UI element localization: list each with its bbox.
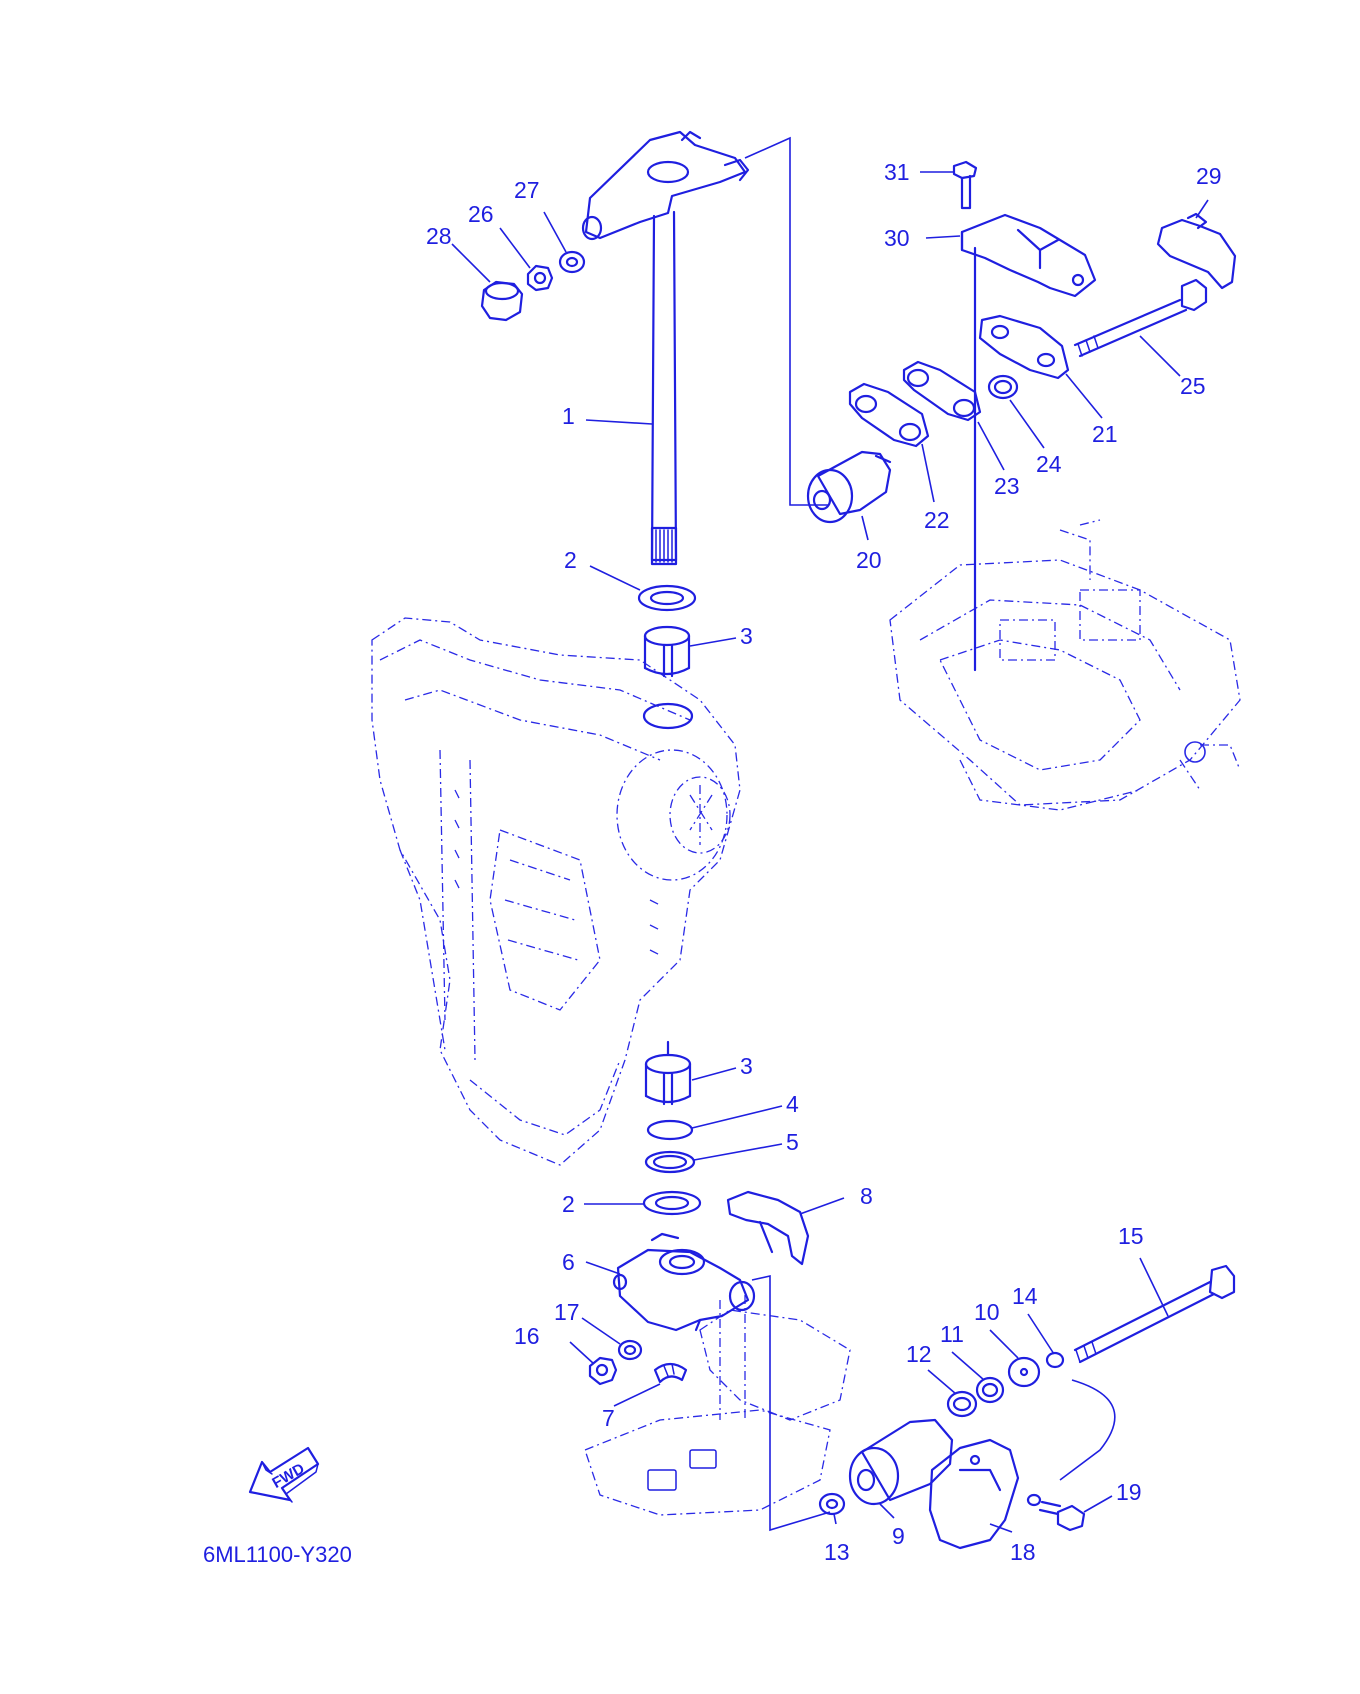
callout-16: 16 — [514, 1323, 540, 1349]
part-28-cap-nut — [480, 280, 524, 322]
callout-3-lower: 3 — [740, 1053, 753, 1079]
callout-9: 9 — [892, 1523, 905, 1549]
part-16-nut — [588, 1356, 618, 1386]
callout-17: 17 — [554, 1299, 580, 1325]
part-2-upper-washer — [637, 584, 697, 612]
fwd-arrow-icon: FWD — [248, 1446, 320, 1503]
part-5-washer — [644, 1150, 696, 1174]
callout-15: 15 — [1118, 1223, 1144, 1249]
fwd-label: FWD — [269, 1460, 307, 1492]
part-7-clip — [653, 1362, 688, 1384]
bolt-return-line — [1059, 1379, 1116, 1481]
part-9-lower-mount-rubber — [848, 1418, 954, 1506]
callout-labels: 1 2 3 3 4 5 2 8 6 17 16 7 28 26 27 31 30… — [426, 159, 1222, 1565]
assembly-line-top — [744, 136, 828, 506]
part-15-long-bolt — [1073, 1264, 1236, 1364]
part-3-lower-bushing — [644, 1040, 692, 1106]
callout-27: 27 — [514, 177, 540, 203]
part-18-lower-mount-bracket — [928, 1438, 1020, 1550]
callout-28: 28 — [426, 223, 452, 249]
part-1-steering-shaft — [581, 130, 750, 566]
part-2-lower-washer — [642, 1190, 702, 1216]
part-4-o-ring — [646, 1119, 694, 1141]
callout-5: 5 — [786, 1129, 799, 1155]
callout-30: 30 — [884, 225, 910, 251]
callout-12: 12 — [906, 1341, 932, 1367]
lower-mount-plate — [584, 1295, 851, 1516]
bottom-cowling-section — [889, 519, 1241, 811]
callout-3-upper: 3 — [740, 623, 753, 649]
part-11-washer — [975, 1376, 1005, 1404]
part-30-upper-mount-bracket — [960, 213, 1097, 672]
callout-11: 11 — [940, 1321, 964, 1347]
part-3-upper-bushing — [642, 625, 694, 730]
callout-2-lower: 2 — [562, 1191, 575, 1217]
callout-7: 7 — [602, 1405, 615, 1431]
callout-19: 19 — [1116, 1479, 1142, 1505]
callout-2-upper: 2 — [564, 547, 577, 573]
callout-29: 29 — [1196, 163, 1222, 189]
part-12-washer — [946, 1390, 978, 1418]
callout-20: 20 — [856, 547, 882, 573]
callout-4: 4 — [786, 1091, 799, 1117]
swivel-bracket-housing — [371, 617, 741, 1166]
callout-25: 25 — [1180, 373, 1206, 399]
diagram-code: 6ML1100-Y320 — [203, 1542, 352, 1567]
callout-31: 31 — [884, 159, 910, 185]
callout-1: 1 — [562, 403, 575, 429]
callout-22: 22 — [924, 507, 950, 533]
callout-21: 21 — [1092, 421, 1118, 447]
part-24-washer — [987, 374, 1019, 400]
callout-6: 6 — [562, 1249, 575, 1275]
callout-18: 18 — [1010, 1539, 1036, 1565]
part-17-washer — [617, 1339, 643, 1361]
part-31-bolt — [952, 160, 978, 210]
part-26-nut — [526, 264, 554, 292]
part-8-stopper — [726, 1190, 810, 1266]
part-13-washer — [818, 1492, 846, 1516]
callout-26: 26 — [468, 201, 494, 227]
callout-14: 14 — [1012, 1283, 1038, 1309]
callout-10: 10 — [974, 1299, 1000, 1325]
part-29-plate — [1156, 212, 1237, 290]
callout-24: 24 — [1036, 451, 1062, 477]
part-22-link-plate — [848, 382, 930, 448]
callout-13: 13 — [824, 1539, 850, 1565]
part-20-upper-mount-rubber — [806, 450, 892, 524]
leader-lines — [451, 171, 1209, 1533]
part-21-plate — [978, 314, 1070, 380]
part-19-bolt — [1026, 1493, 1086, 1532]
part-25-mount-bolt — [1073, 278, 1208, 358]
part-14-washer — [1045, 1351, 1065, 1369]
assembly-line-bottom — [751, 1275, 831, 1532]
part-23-link-plate — [902, 360, 982, 422]
callout-8: 8 — [860, 1183, 873, 1209]
callout-23: 23 — [994, 473, 1020, 499]
part-6-steering-yoke — [612, 1232, 756, 1332]
part-10-washer — [1007, 1356, 1041, 1388]
part-27-washer — [558, 250, 586, 274]
